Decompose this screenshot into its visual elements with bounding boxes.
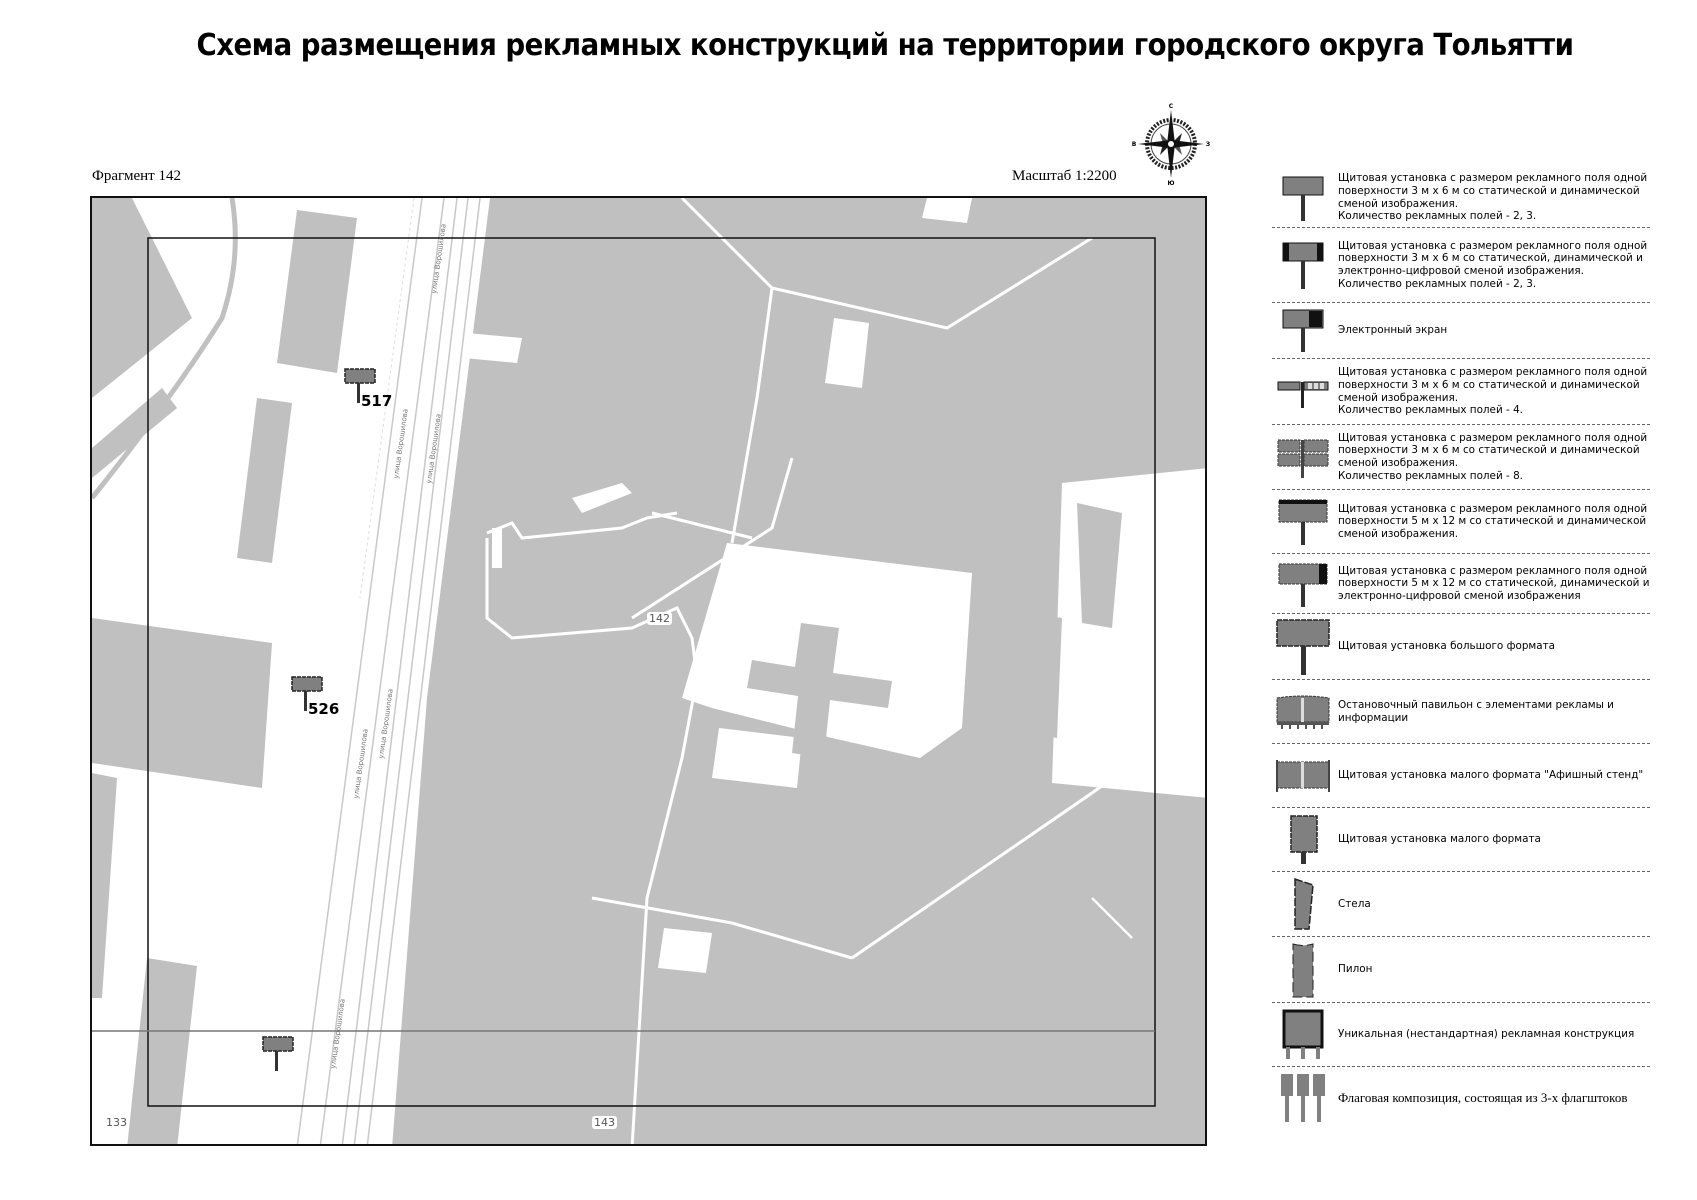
electronic-screen-icon [1272,306,1334,356]
large-format-billboard-icon [1272,617,1334,677]
map-canvas [92,198,1205,1144]
legend-text: Щитовая установка с размером рекламного … [1338,172,1648,223]
marker-number: 526 [308,700,340,718]
legend-item: Остановочный павильон с элементами рекла… [1272,680,1650,744]
legend-item: Щитовая установка малого формата "Афишны… [1272,744,1650,808]
compass-north: С [1169,103,1174,110]
fragment-label: Фрагмент 142 [92,168,181,184]
legend-text: Щитовая установка малого формата [1338,833,1541,846]
billboard-3x6-four-fields-icon [1272,372,1334,412]
fragment-number-current: 142 [647,612,672,625]
poster-stand-icon [1272,758,1334,794]
legend-item: Щитовая установка малого формата [1272,808,1650,872]
billboard-3x6-digital-icon [1272,237,1334,293]
small-format-billboard-icon [1272,814,1334,866]
legend-text: Щитовая установка малого формата "Афишны… [1338,769,1644,782]
legend-text: Пилон [1338,963,1373,976]
legend-item: Флаговая композиция, состоящая из 3-х фл… [1272,1067,1650,1129]
legend-text: Остановочный павильон с элементами рекла… [1338,698,1614,724]
flag-composition-icon [1272,1072,1334,1124]
billboard-marker-adjacent[interactable] [262,1036,294,1077]
legend-text: Щитовая установка с размером рекламного … [1338,239,1648,290]
legend-item: Стела [1272,872,1650,937]
fragment-number-southwest[interactable]: 133 [104,1116,129,1129]
page-title: Схема размещения рекламных конструкций н… [196,28,1574,63]
pylon-icon [1272,941,1334,999]
billboard-3x6-static-dynamic-icon [1272,173,1334,223]
legend-item: Пилон [1272,937,1650,1003]
legend-item: Щитовая установка с размером рекламного … [1272,490,1650,554]
marker-number: 517 [361,392,393,410]
legend-item: Щитовая установка с размером рекламного … [1272,425,1650,490]
billboard-icon [344,368,376,403]
compass-east: З [1206,141,1210,148]
bus-stop-pavilion-icon [1272,692,1334,732]
billboard-icon [291,676,323,711]
legend-item: Щитовая установка с размером рекламного … [1272,554,1650,614]
legend-text: Щитовая установка с размером рекламного … [1338,564,1650,602]
compass-rose-icon: С Ю В З [1130,100,1212,187]
legend-text: Щитовая установка с размером рекламного … [1338,366,1648,417]
legend-text: Стела [1338,897,1371,910]
stele-icon [1272,877,1334,931]
legend-item: Щитовая установка с размером рекламного … [1272,359,1650,425]
compass-west: В [1132,141,1137,148]
legend-text: Щитовая установка с размером рекламного … [1338,502,1648,540]
legend-text: Щитовая установка с размером рекламного … [1338,431,1648,482]
scale-label: Масштаб 1:2200 [1012,168,1117,184]
legend-item: Щитовая установка с размером рекламного … [1272,228,1650,303]
billboard-icon [262,1036,294,1071]
billboard-marker-526[interactable]: 526 [291,676,339,718]
billboard-marker-517[interactable]: 517 [344,368,392,410]
unique-construction-icon [1272,1009,1334,1061]
fragment-number-south[interactable]: 143 [592,1116,617,1129]
legend-text: Уникальная (нестандартная) рекламная кон… [1338,1028,1635,1041]
legend-text: Щитовая установка большого формата [1338,640,1556,653]
map-frame[interactable]: улица Ворошилова улица Ворошилова улица … [90,196,1207,1146]
billboard-3x6-eight-fields-icon [1272,434,1334,480]
legend-item: Щитовая установка большого формата [1272,614,1650,680]
legend-item: Уникальная (нестандартная) рекламная кон… [1272,1003,1650,1067]
legend-text: Электронный экран [1338,324,1448,337]
legend: Щитовая установка с размером рекламного … [1272,168,1650,1129]
legend-text: Флаговая композиция, состоящая из 3-х фл… [1338,1090,1628,1105]
legend-item: Электронный экран [1272,303,1650,359]
legend-item: Щитовая установка с размером рекламного … [1272,168,1650,228]
billboard-5x12-digital-icon [1272,559,1334,609]
compass-south: Ю [1167,180,1174,186]
billboard-5x12-icon [1272,497,1334,547]
